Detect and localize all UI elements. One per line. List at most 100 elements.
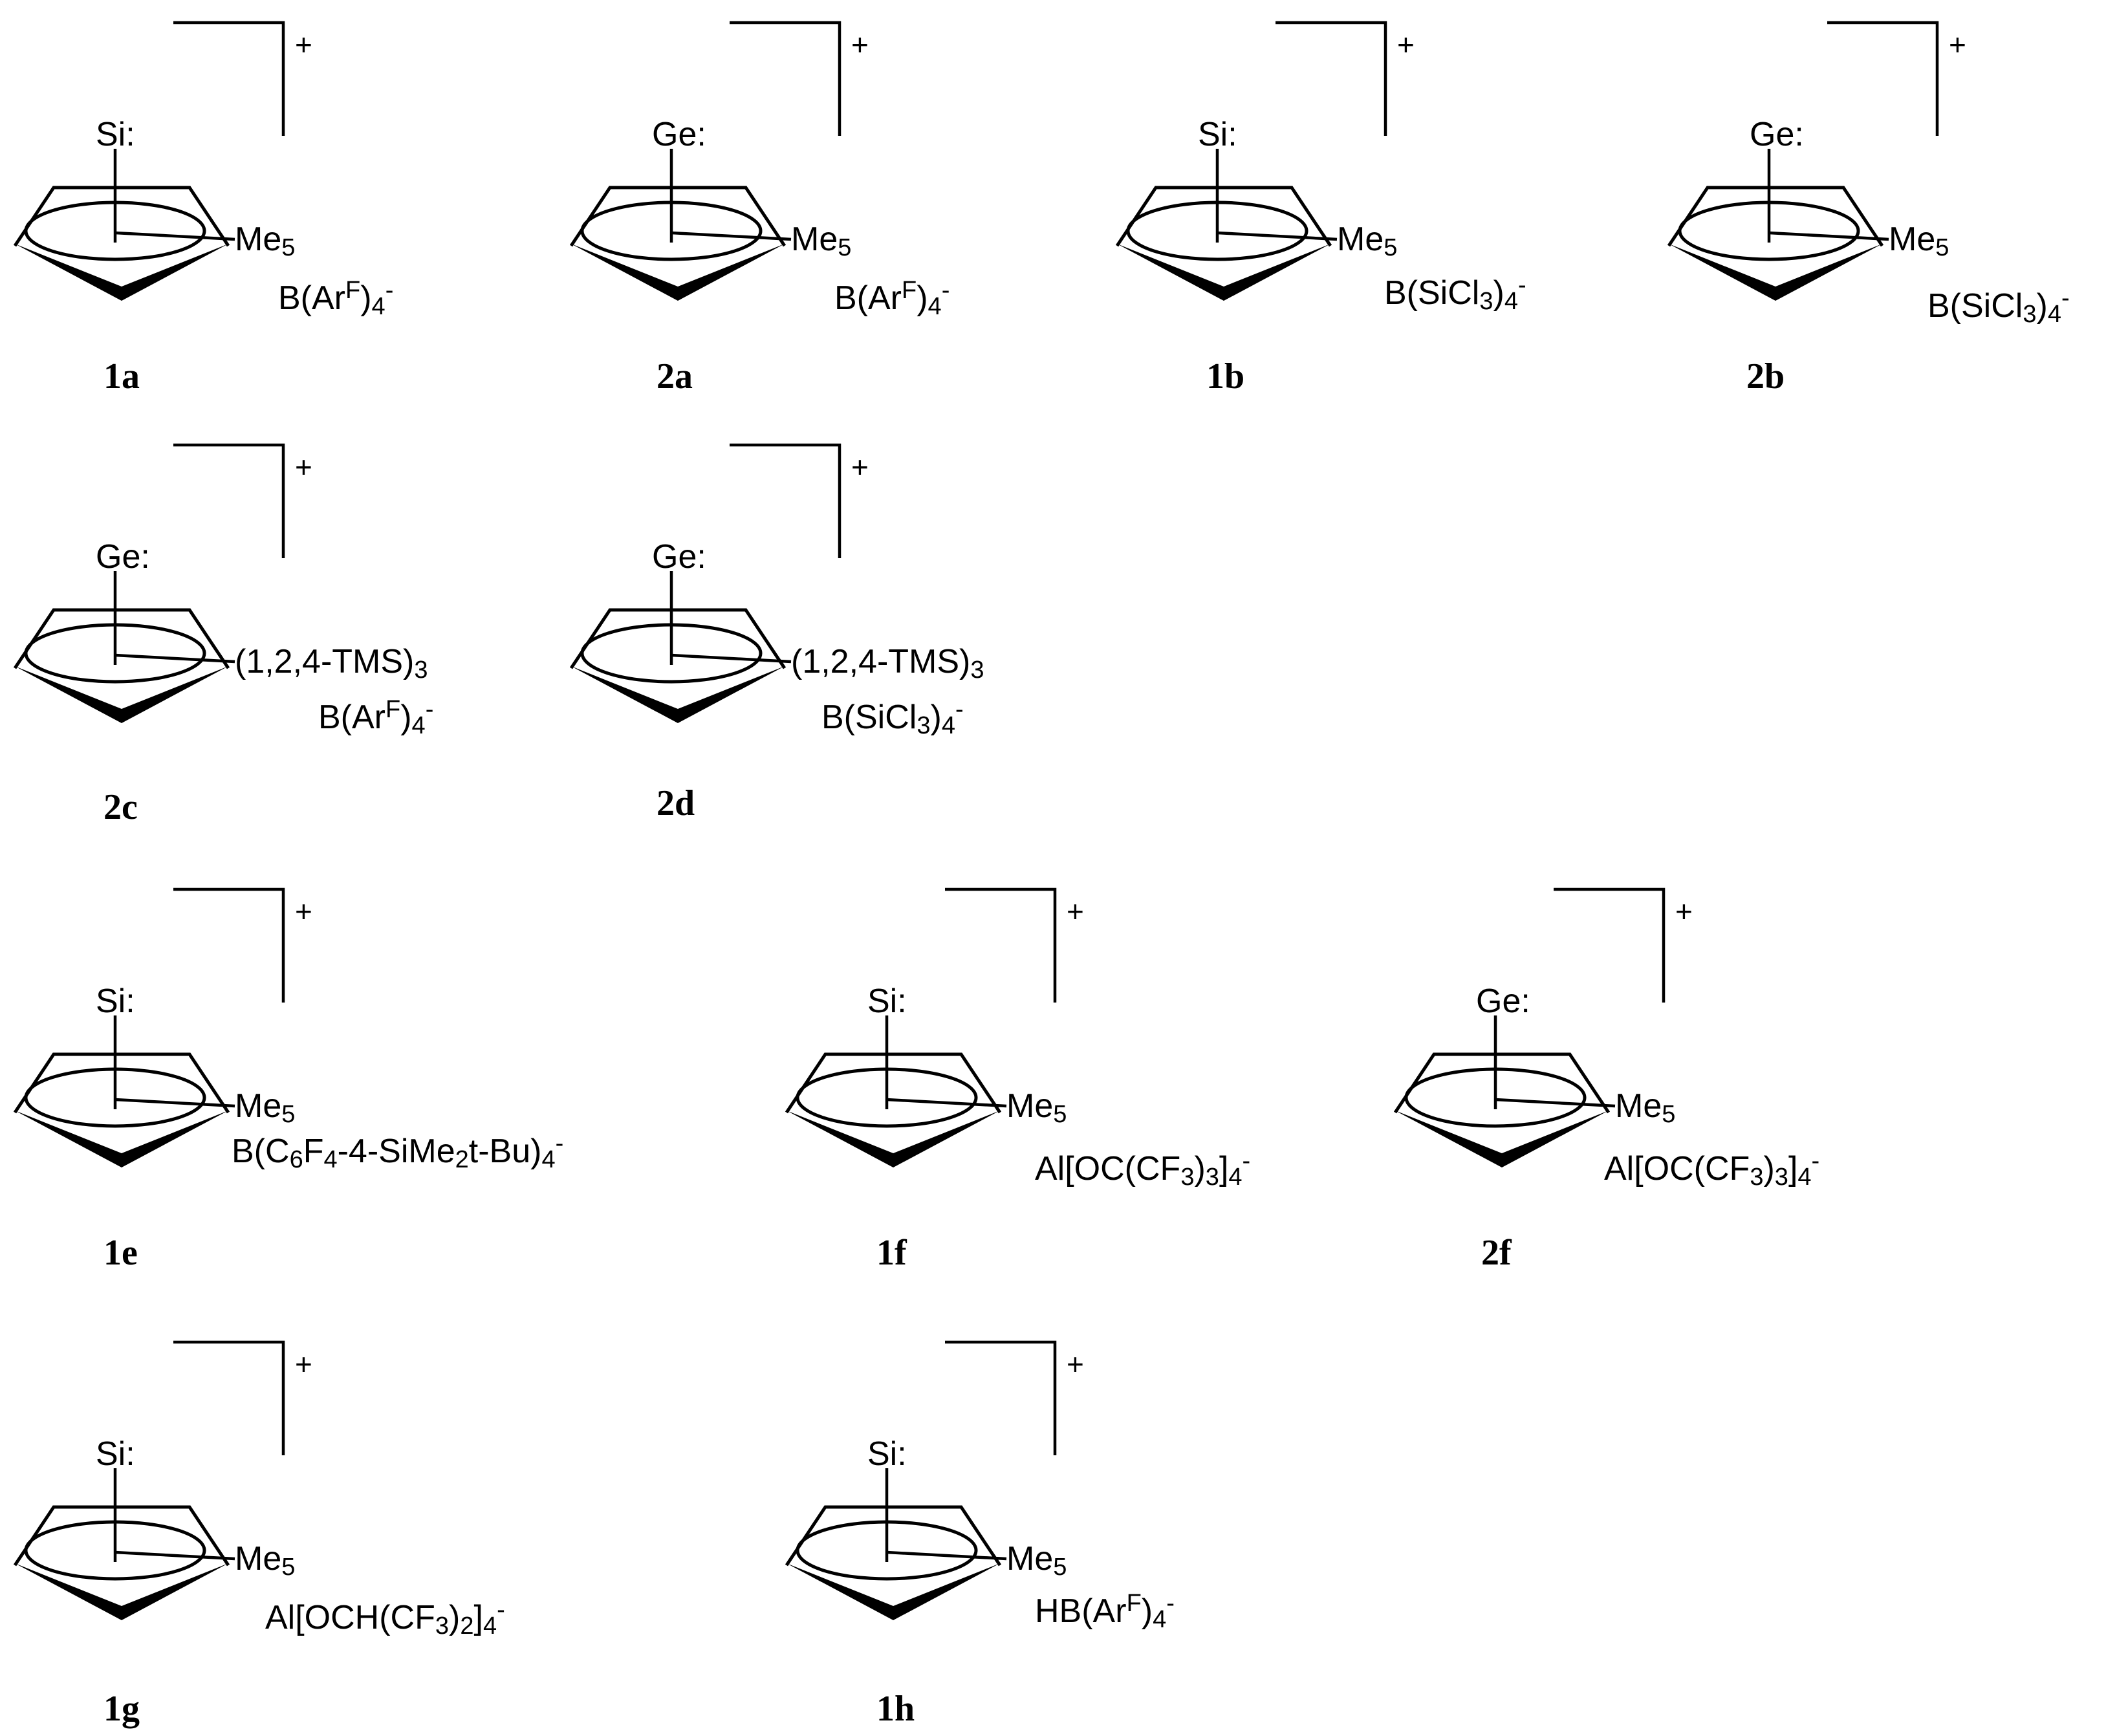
- cation-bracket: [173, 21, 285, 136]
- compound-label: 1g: [103, 1689, 140, 1729]
- compound-label: 2b: [1746, 356, 1785, 396]
- cation-bracket: [173, 443, 285, 558]
- ring-substituent: (1,2,4-TMS)3: [791, 643, 984, 684]
- compound-2d: + Ge: (1,2,4-TMS)3B(SiCl3)4- 2d: [569, 443, 984, 823]
- metal-atom-label: Ge:: [1750, 116, 1804, 153]
- metal-atom-label: Si:: [96, 116, 135, 153]
- ring-substituent: Me5: [1006, 1087, 1067, 1128]
- metal-atom-label: Ge:: [96, 538, 150, 576]
- counter-anion: B(SiCl3)4-: [821, 696, 964, 739]
- substituent-bond: [671, 653, 792, 664]
- metal-atom-label: Si:: [96, 1435, 135, 1473]
- cation-charge: +: [1067, 1347, 1084, 1381]
- cp-ring-outline: [1667, 186, 1884, 247]
- cp-ring-outline: [1115, 186, 1332, 247]
- counter-anion: Al[OC(CF3)3]4-: [1035, 1147, 1250, 1191]
- substituent-bond: [114, 1550, 235, 1561]
- cation-charge: +: [851, 28, 869, 61]
- cation-charge: +: [1397, 28, 1415, 61]
- substituent-bond: [114, 231, 235, 241]
- ring-substituent: Me5: [235, 1540, 295, 1581]
- cation-charge: +: [295, 895, 312, 928]
- counter-anion: B(SiCl3)4-: [1927, 285, 2070, 328]
- ring-substituent: Me5: [1889, 221, 1949, 261]
- cation-charge: +: [295, 1347, 312, 1381]
- counter-anion: Al[OC(CF3)3]4-: [1604, 1147, 1819, 1191]
- cp-ring-outline: [785, 1505, 1002, 1567]
- cation-charge: +: [295, 28, 312, 61]
- cation-charge: +: [1067, 895, 1084, 928]
- cp-ring-outline: [569, 608, 787, 669]
- cp-ring-outline: [1393, 1052, 1611, 1114]
- cation-bracket: [1554, 887, 1666, 1003]
- metal-atom-label: Si:: [867, 982, 907, 1020]
- cp-ring-front-wedge: [571, 666, 785, 723]
- metal-atom-label: Si:: [1198, 116, 1237, 153]
- counter-anion: B(ArF)4-: [318, 696, 433, 739]
- substituent-bond: [114, 1098, 235, 1108]
- compound-2c: +Ge:(1,2,4-TMS)3B(ArF)4-2c: [13, 443, 433, 827]
- cp-ring-front-wedge: [787, 1563, 1000, 1620]
- substituent-bond: [1217, 231, 1338, 241]
- substituent-bond: [1768, 231, 1889, 241]
- ring-substituent: Me5: [1006, 1540, 1067, 1581]
- cation-bracket: [730, 443, 841, 558]
- cation-bracket: [1276, 21, 1387, 136]
- substituent-bond: [671, 231, 792, 241]
- compound-label: 1h: [876, 1689, 915, 1729]
- compound-label: 2c: [103, 787, 138, 827]
- cp-ring-outline: [569, 186, 787, 247]
- cp-ring-front-wedge: [571, 244, 785, 301]
- cation-bracket: [1827, 21, 1939, 136]
- cation-bracket: [730, 21, 841, 136]
- counter-anion: B(C6F4-4-SiMe2t-Bu)4-: [232, 1130, 563, 1173]
- compound-label: 2a: [657, 356, 693, 396]
- cp-ring-front-wedge: [15, 666, 228, 723]
- compound-label: 2d: [657, 783, 695, 823]
- cp-ring-outline: [785, 1052, 1002, 1114]
- cation-charge: +: [851, 450, 869, 484]
- metal-atom-label: Si:: [96, 982, 135, 1020]
- ring-substituent: Me5: [1615, 1087, 1675, 1128]
- counter-anion: HB(ArF)4-: [1035, 1590, 1175, 1633]
- substituent-bond: [1495, 1098, 1616, 1108]
- substituent-bond: [114, 653, 235, 664]
- cp-ring-front-wedge: [1117, 244, 1330, 301]
- compound-label: 1e: [103, 1233, 138, 1273]
- counter-anion: B(SiCl3)4-: [1384, 272, 1526, 315]
- cp-ring-outline: [13, 1052, 230, 1114]
- compound-label: 1b: [1206, 356, 1244, 396]
- counter-anion: B(ArF)4-: [278, 277, 393, 320]
- substituent-bond: [886, 1550, 1007, 1561]
- cp-ring-front-wedge: [1669, 244, 1882, 301]
- metal-atom-label: Ge:: [652, 538, 706, 576]
- cation-bracket: [173, 887, 285, 1003]
- substituent-bond: [886, 1098, 1007, 1108]
- cp-ring-outline: [13, 1505, 230, 1567]
- metal-atom-label: Ge:: [1476, 982, 1530, 1020]
- cp-ring-front-wedge: [1395, 1111, 1609, 1167]
- cp-ring-outline: [13, 186, 230, 247]
- cation-charge: +: [1949, 28, 1966, 61]
- cp-ring-front-wedge: [15, 1111, 228, 1167]
- ring-substituent: Me5: [235, 221, 295, 261]
- compound-label: 1f: [876, 1233, 907, 1273]
- counter-anion: B(ArF)4-: [834, 277, 950, 320]
- cp-ring-front-wedge: [787, 1111, 1000, 1167]
- ring-substituent: Me5: [1337, 221, 1397, 261]
- metal-atom-label: Si:: [867, 1435, 907, 1473]
- ring-substituent: Me5: [791, 221, 851, 261]
- metal-atom-label: Ge:: [652, 116, 706, 153]
- ring-substituent: (1,2,4-TMS)3: [235, 643, 428, 684]
- cation-bracket: [945, 1340, 1057, 1455]
